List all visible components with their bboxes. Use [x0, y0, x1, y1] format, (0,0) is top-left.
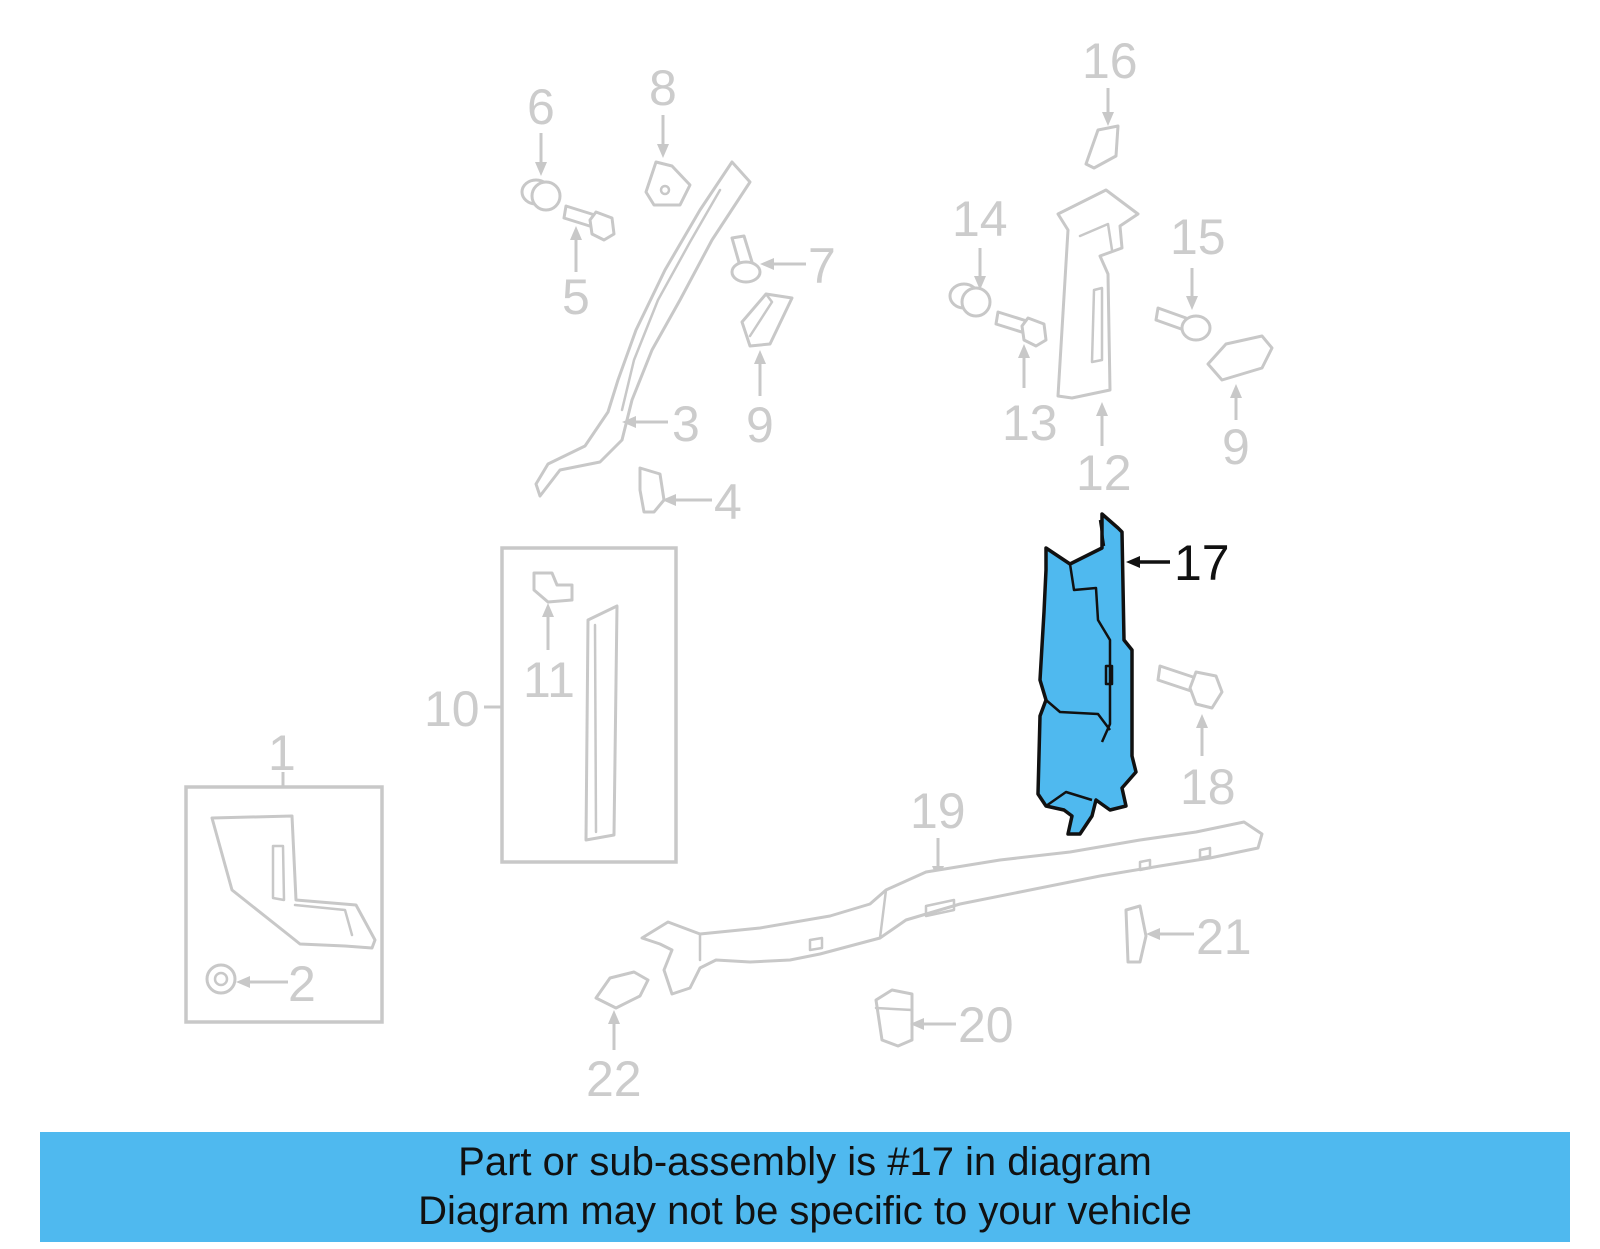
callout-9-left: 9 [746, 397, 774, 453]
part-6-grommet [520, 178, 562, 212]
part-17-highlighted-trim [1036, 512, 1138, 836]
part-12-pillar-trim [1056, 188, 1140, 400]
banner-line-1: Part or sub-assembly is #17 in diagram [458, 1140, 1152, 1184]
banner-line-2: Diagram may not be specific to your vehi… [418, 1189, 1192, 1233]
part-13-screw [994, 310, 1048, 348]
callout-14: 14 [952, 191, 1008, 247]
callout-20: 20 [958, 997, 1014, 1053]
part-7-screw [730, 234, 762, 284]
part-18-bolt [1156, 664, 1224, 710]
callout-1: 1 [268, 725, 296, 781]
part-22-cap [594, 970, 650, 1010]
callout-3: 3 [672, 396, 700, 452]
callout-4: 4 [714, 474, 742, 530]
part-9-pad-right [1206, 334, 1274, 382]
callout-11: 11 [523, 652, 575, 708]
part-20-clip [874, 988, 914, 1048]
part-16-clip [1084, 124, 1120, 170]
callout-8: 8 [649, 60, 677, 116]
callout-10: 10 [424, 681, 480, 737]
part-1-panel [210, 814, 377, 950]
part-19-sill-plate [640, 820, 1264, 996]
callout-17: 17 [1174, 535, 1230, 591]
part-15-screw [1154, 306, 1212, 342]
part-9-pad-left [740, 292, 794, 348]
callout-13: 13 [1002, 395, 1058, 451]
part-11-clip [532, 571, 574, 604]
callout-22: 22 [586, 1051, 642, 1107]
part-3-pillar-trim [534, 160, 752, 498]
callout-18: 18 [1180, 759, 1236, 815]
callout-2: 2 [288, 956, 316, 1012]
callout-19: 19 [910, 783, 966, 839]
part-10-trim-strip [584, 604, 619, 842]
part-5-screw [562, 204, 616, 242]
part-21-clip [1124, 904, 1148, 964]
callout-7: 7 [808, 238, 836, 294]
part-8-clip [644, 160, 692, 207]
callout-12: 12 [1076, 445, 1132, 501]
callout-6: 6 [527, 79, 555, 135]
callout-16: 16 [1082, 33, 1138, 89]
part-14-grommet [948, 282, 992, 318]
info-banner: Part or sub-assembly is #17 in diagram D… [40, 1132, 1570, 1242]
callout-21: 21 [1196, 909, 1252, 965]
part-2-clip [205, 963, 237, 995]
callout-9-right: 9 [1222, 419, 1250, 475]
callout-5: 5 [562, 269, 590, 325]
callout-15: 15 [1170, 209, 1226, 265]
part-4-clip [638, 466, 666, 514]
part-10-box [500, 546, 678, 864]
